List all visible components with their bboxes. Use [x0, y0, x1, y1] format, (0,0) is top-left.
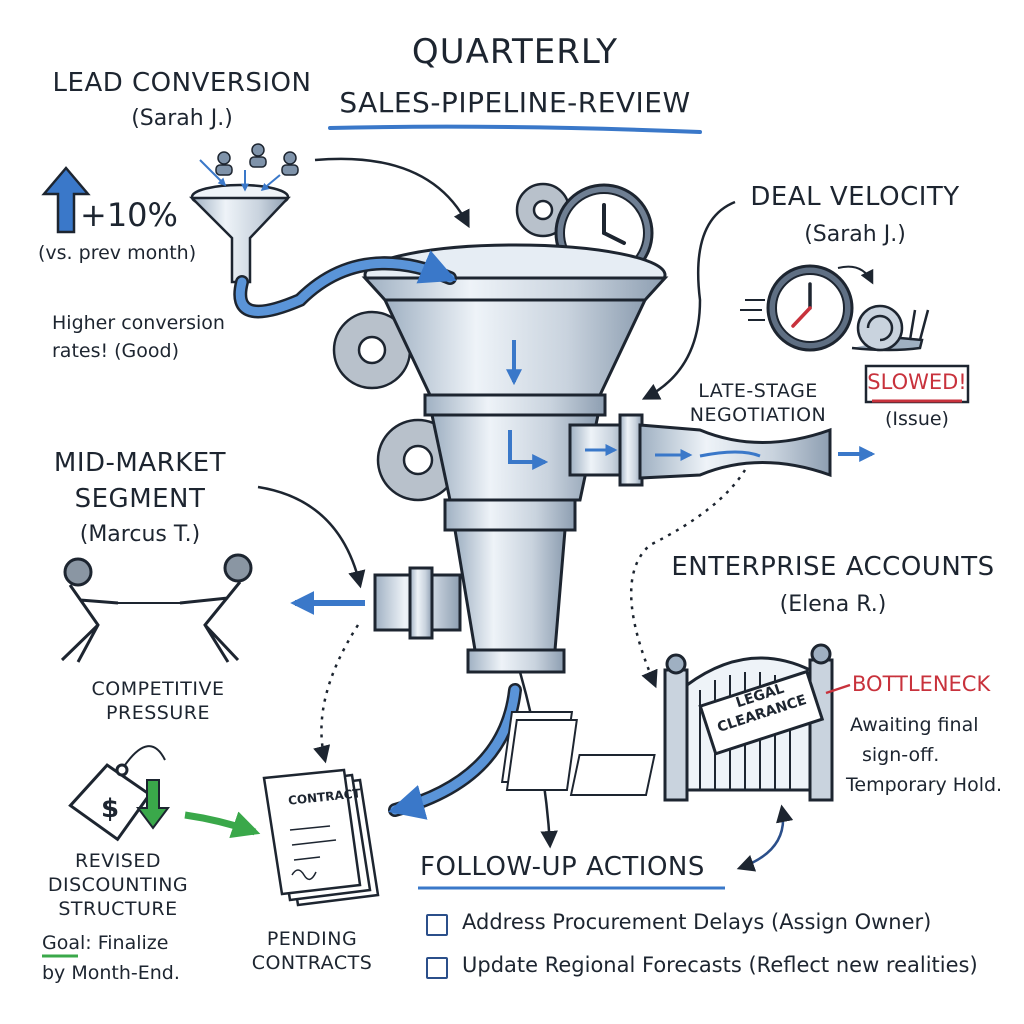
dollar-sign-icon: $ [101, 794, 120, 824]
action-checkbox[interactable] [426, 914, 448, 936]
enterprise-note-2: sign-off. [862, 744, 940, 766]
enterprise-owner: (Elena R.) [779, 592, 887, 617]
discount-to-contracts-arrow [184, 811, 261, 838]
price-down-icon [136, 779, 170, 830]
contract-stack-icon [262, 768, 380, 907]
enterprise-note-1: Awaiting final [850, 714, 979, 736]
competitive-pressure-label-2: PRESSURE [106, 702, 210, 724]
clock-motion-arrow [837, 265, 874, 285]
late-stage-label-1: LATE-STAGE [698, 380, 818, 402]
action-checkbox[interactable] [426, 957, 448, 979]
pipe-flow-arrow [699, 450, 761, 458]
discounting-heading-1: REVISED [74, 850, 162, 872]
followup-enterprise-arrow [736, 804, 794, 872]
funnel-intake-arrow [260, 174, 281, 192]
mid-market-heading-1: MID-MARKET [53, 448, 227, 478]
legal-clearance-sign [698, 669, 825, 756]
goal-text: : Finalize [85, 932, 169, 954]
lead-conversion-comparison: (vs. prev month) [38, 242, 197, 264]
action-item-label: Update Regional Forecasts (Reflect new r… [462, 953, 978, 977]
lead-connector-arrow [314, 157, 470, 229]
title-underline [328, 124, 702, 134]
pending-contracts-label-1: PENDING [266, 928, 358, 950]
funnel-to-contracts-dotted-arrow [313, 624, 360, 764]
lead-conversion-heading: LEAD CONVERSION [52, 68, 312, 98]
tug-of-war-icon [60, 553, 253, 663]
bottleneck-pointer-arrow [825, 683, 851, 695]
discounting-heading-3: STRUCTURE [58, 898, 178, 920]
funnel-intake-arrow [199, 159, 227, 187]
snail-icon [851, 304, 930, 352]
slowed-badge-box [864, 364, 970, 404]
goal-label: Goal [42, 932, 86, 954]
page-title: QUARTERLY [411, 32, 619, 72]
page-subtitle: SALES-PIPELINE-REVIEW [339, 86, 691, 119]
mid-market-owner: (Marcus T.) [79, 522, 201, 547]
enterprise-heading: ENTERPRISE ACCOUNTS [671, 552, 995, 582]
deal-velocity-heading: DEAL VELOCITY [750, 182, 960, 212]
discounting-heading-2: DISCOUNTING [47, 874, 189, 896]
goal-line-1: Goal: Finalize [42, 932, 168, 954]
slowed-note: (Issue) [885, 408, 949, 430]
goal-line-2: by Month-End. [42, 962, 180, 984]
late-stage-label-2: NEGOTIATION [689, 404, 827, 426]
deal-velocity-owner: (Sarah J.) [804, 222, 906, 247]
lead-conversion-owner: (Sarah J.) [131, 106, 233, 131]
funnel-flow-arrow [508, 430, 549, 470]
paper-stack-icon [500, 711, 656, 796]
mid-market-heading-2: SEGMENT [74, 484, 206, 514]
pending-contracts-label-2: CONTRACTS [251, 952, 373, 974]
lead-conversion-metric: +10% [80, 196, 178, 234]
follow-up-heading: FOLLOW-UP ACTIONS [420, 852, 705, 882]
lead-conversion-note-2: rates! (Good) [52, 340, 180, 362]
action-item-label: Address Procurement Delays (Assign Owner… [462, 910, 932, 934]
stopwatch-icon [740, 264, 854, 352]
midmarket-connector-arrow [257, 485, 366, 589]
competitive-pressure-label-1: COMPETITIVE [91, 678, 225, 700]
slowed-badge: SLOWED! [867, 370, 967, 394]
bottleneck-label: BOTTLENECK [852, 672, 991, 696]
lead-to-funnel-arrow [235, 250, 457, 316]
velocity-connector-arrow [641, 200, 736, 400]
small-funnel-icon [188, 183, 291, 284]
people-icon [215, 143, 299, 176]
lead-conversion-note-1: Higher conversion [52, 312, 225, 334]
funnel-to-contracts-arrow [388, 685, 520, 820]
enterprise-note-3: Temporary Hold. [846, 774, 1003, 796]
arrow-up-icon [41, 166, 91, 234]
